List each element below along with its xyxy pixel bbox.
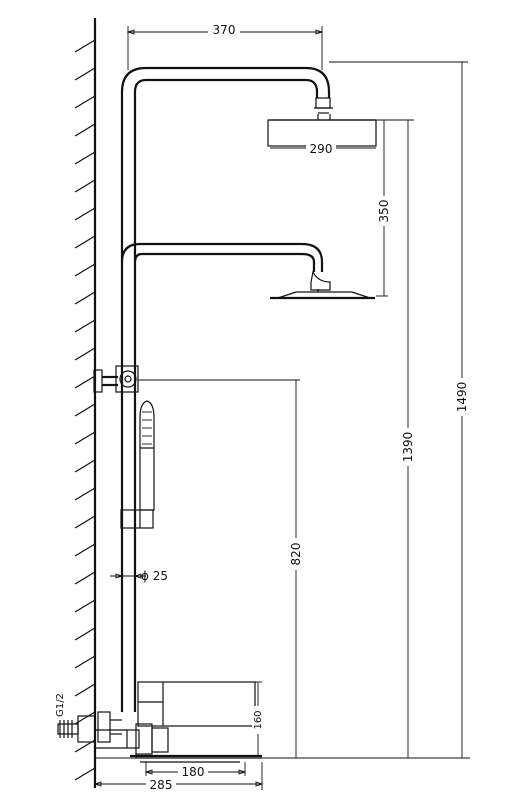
- hatch-line: [74, 39, 96, 53]
- hatch-line: [74, 123, 96, 137]
- lower-rain-head: [270, 289, 375, 300]
- riser-pipe: [120, 92, 137, 712]
- hatch-line: [74, 655, 96, 669]
- hatch-line: [74, 235, 96, 249]
- hatch-line: [74, 151, 96, 165]
- lower-shower-arm: [120, 242, 331, 291]
- hatch-line: [74, 459, 96, 473]
- dim-overhead-head: 290: [310, 142, 333, 156]
- mixer-body: [95, 681, 262, 763]
- dim-height-lower-head: 1390: [401, 432, 415, 463]
- hatch-line: [74, 375, 96, 389]
- wall-bracket: [93, 365, 139, 393]
- dim-wall-projection: 285: [150, 778, 173, 792]
- hatch-line: [74, 571, 96, 585]
- hatch-line: [74, 347, 96, 361]
- hatch-line: [74, 599, 96, 613]
- dim-pipe-diameter: ϕ 25: [141, 569, 168, 583]
- hatch-line: [74, 263, 96, 277]
- hatch-line: [74, 291, 96, 305]
- hatch-line: [74, 683, 96, 697]
- upper-shower-arm: [120, 66, 333, 114]
- hatch-line: [74, 67, 96, 81]
- dim-spout-length: 180: [182, 765, 205, 779]
- hatch-line: [74, 403, 96, 417]
- dim-bracket-height: 820: [289, 543, 303, 566]
- dimension-labels: 370 290 350 1490 1390 820 ϕ 25 160 180 2…: [55, 22, 469, 792]
- hatch-line: [74, 767, 96, 781]
- hatch-line: [74, 515, 96, 529]
- dim-spout-height: 160: [253, 710, 264, 729]
- hatch-line: [74, 627, 96, 641]
- dim-rail-width: 370: [213, 23, 236, 37]
- hatch-line: [74, 207, 96, 221]
- hatch-line: [74, 543, 96, 557]
- hatch-line: [74, 95, 96, 109]
- dim-inlet-thread: G1/2: [55, 693, 66, 717]
- hatch-line: [74, 319, 96, 333]
- dim-head-spacing: 350: [377, 200, 391, 223]
- wall: [74, 18, 97, 788]
- dim-height-total: 1490: [455, 382, 469, 413]
- wall-hatching: [74, 39, 96, 781]
- hatch-line: [74, 431, 96, 445]
- dimension-lines: [93, 26, 470, 790]
- hatch-line: [74, 179, 96, 193]
- hatch-line: [74, 487, 96, 501]
- inlet-connector: [57, 711, 122, 743]
- hand-shower: [120, 400, 155, 529]
